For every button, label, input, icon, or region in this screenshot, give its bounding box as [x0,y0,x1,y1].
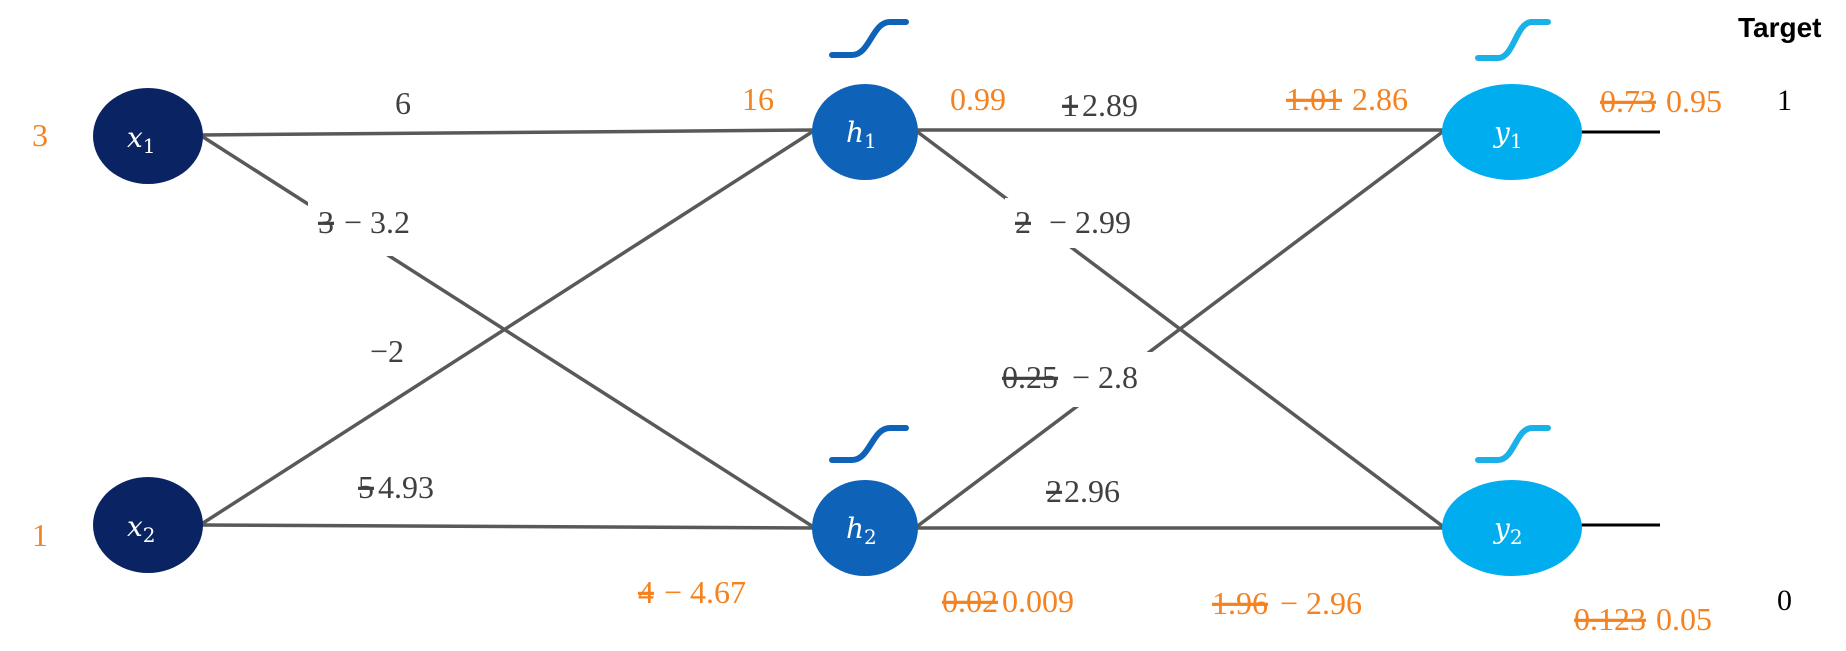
output-node-y2 [1442,480,1582,576]
h2-net-input-old: 4 [638,574,654,610]
node-x2-label: x2 [127,510,156,547]
weight-h2-y2: 22.96 [1046,473,1120,509]
y2-output-new: 0.05 [1656,601,1712,637]
node-x1: x1 [93,88,203,184]
y1-output-new: 0.95 [1666,83,1722,119]
input-node-x2 [93,477,203,573]
weight-x1-h2-old: 3 [318,204,334,240]
edge-x1-h2 [199,133,816,530]
node-h1-label: h1 [846,116,877,153]
weight-h2-y2-old: 2 [1046,473,1062,509]
y2-net-input-new: − 2.96 [1280,585,1362,621]
weight-x2-h2-old: 5 [358,469,374,505]
label-bg-x1-h2 [308,196,468,256]
h2-net-input: 4 − 4.67 [638,574,746,610]
sigmoid-icons [829,19,1551,463]
y2-net-input: 1.96 − 2.96 [1212,585,1362,621]
sigmoid-icon [829,425,909,463]
h1-net-input: 16 [742,81,774,117]
weight-h2-y1-new: − 2.8 [1072,359,1138,395]
edge-x2-h1 [199,128,816,527]
label-bg-h1-y2 [1005,198,1195,248]
edge-h2-y1 [913,128,1447,530]
h1-output: 0.99 [950,81,1006,117]
y1-net-input-new: 2.86 [1352,81,1408,117]
hidden-node-h1 [812,84,918,180]
node-h1: h1 [812,84,918,180]
output-node-y1 [1442,84,1582,180]
node-y1-label: y1 [1492,116,1523,153]
y1-output: 0.73 0.95 [1600,83,1722,119]
edge-x1-h1 [199,128,816,137]
label-bg-h2-y1 [995,352,1195,407]
input-value-x1: 3 [32,117,48,153]
h2-net-input-new: − 4.67 [664,574,746,610]
y1-net-input-old: 1.01 [1286,81,1342,117]
y1-output-old: 0.73 [1600,83,1656,119]
sigmoid-icon [1475,19,1551,61]
nodes: x1 x2 h1 h2 y1 y2 [93,84,1582,576]
input-value-x2: 1 [32,517,48,553]
h2-output-new: 0.009 [1002,583,1074,619]
node-h2-label: h2 [846,512,877,549]
input-node-x1 [93,88,203,184]
weight-h1-y2-new: − 2.99 [1049,204,1131,240]
weight-x2-h1: −2 [370,333,404,369]
weight-h2-y1-old: 0.25 [1002,359,1058,395]
node-x2: x2 [93,477,203,573]
target-title: Target [1738,12,1822,43]
weight-h2-y2-new: 2.96 [1064,473,1120,509]
edges [199,128,1660,530]
node-y1: y1 [1442,84,1582,180]
target-value-y2: 0 [1777,584,1792,617]
weight-x1-h2: 3 − 3.2 [318,204,410,240]
weight-x1-h1: 6 [395,85,411,121]
node-h2: h2 [812,480,918,576]
weight-h2-y1: 0.25 − 2.8 [1002,359,1138,395]
sigmoid-icon [1475,425,1551,463]
node-x1-label: x1 [127,121,156,158]
weight-x2-h2-new: 4.93 [378,469,434,505]
label-backgrounds [308,196,1195,407]
weight-h1-y1-new: 2.89 [1082,87,1138,123]
node-y2-label: y2 [1492,512,1523,549]
y2-output-old: 0.123 [1574,601,1646,637]
h2-output-old: 0.02 [942,583,998,619]
y1-net-input: 1.01 2.86 [1286,81,1408,117]
hidden-node-h2 [812,480,918,576]
weight-x1-h2-new: − 3.2 [344,204,410,240]
y2-net-input-old: 1.96 [1212,585,1268,621]
weight-h1-y2: 2 − 2.99 [1015,204,1131,240]
weight-h1-y2-old: 2 [1015,204,1031,240]
weight-h1-y1-old: 1 [1062,87,1078,123]
target-value-y1: 1 [1777,84,1792,117]
sigmoid-icon [829,19,909,58]
node-y2: y2 [1442,480,1582,576]
y2-output: 0.123 0.05 [1574,601,1712,637]
edge-x2-h2 [199,523,816,530]
